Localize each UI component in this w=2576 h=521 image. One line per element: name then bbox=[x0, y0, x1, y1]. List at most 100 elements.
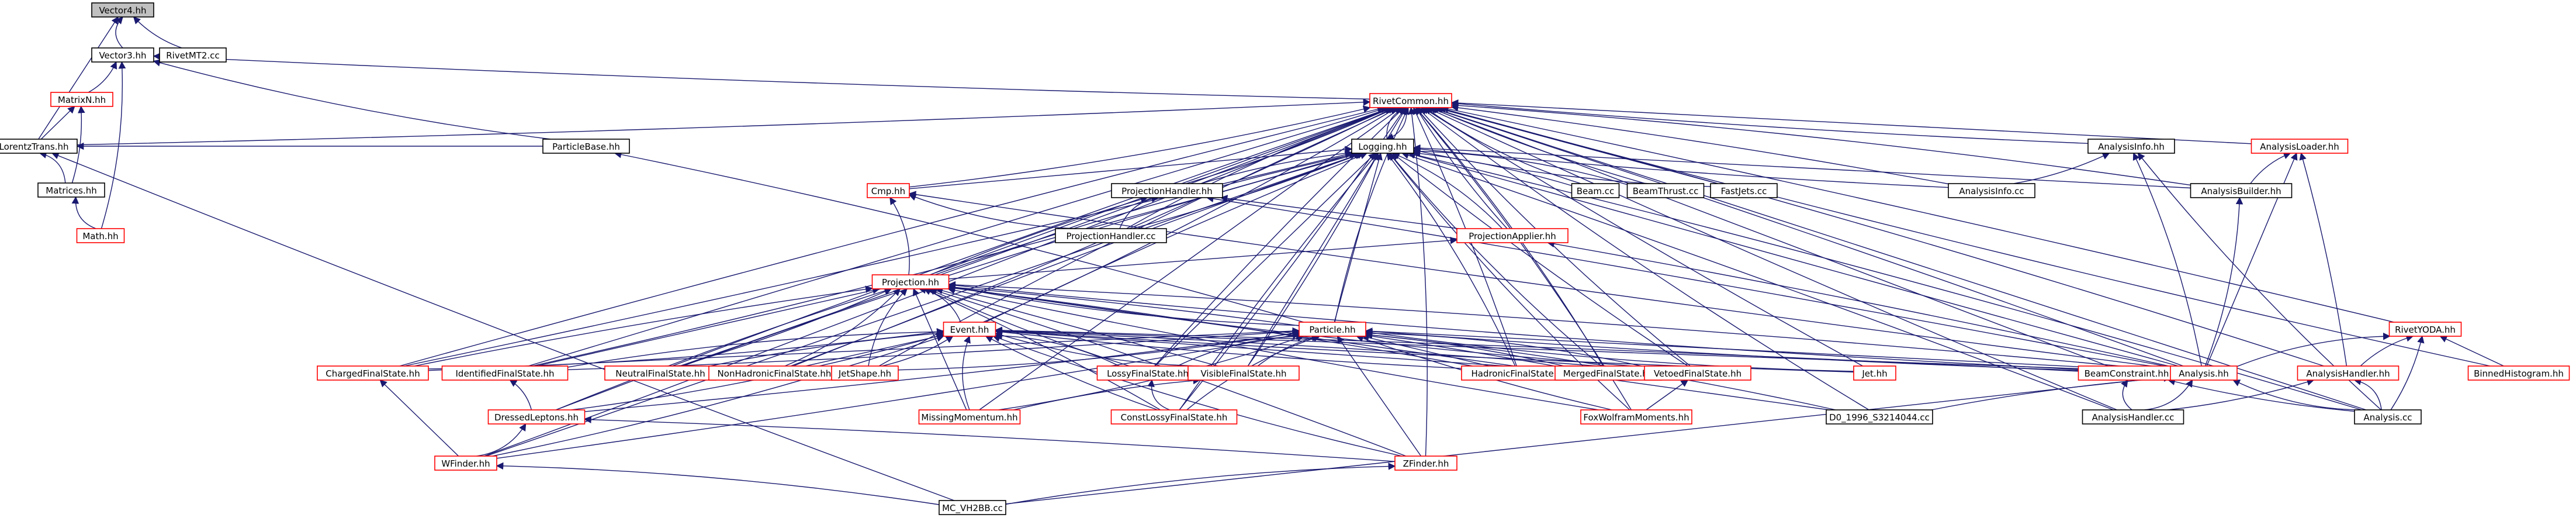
node-label: Logging.hh bbox=[1358, 142, 1407, 152]
node-box bbox=[76, 228, 125, 243]
node-matrices[interactable]: Matrices.hh bbox=[37, 182, 105, 198]
node-analysisloader[interactable]: AnalysisLoader.hh bbox=[2250, 139, 2349, 154]
edge-particle-to-particlebase bbox=[614, 151, 1304, 323]
edge-analysisbuilder-to-analysisloader bbox=[2250, 152, 2291, 184]
node-analysisinfohh[interactable]: AnalysisInfo.hh bbox=[2087, 139, 2175, 154]
node-analysisinfocc[interactable]: AnalysisInfo.cc bbox=[1948, 183, 2035, 198]
node-analysiscc[interactable]: Analysis.cc bbox=[2354, 409, 2422, 425]
node-label: AnalysisInfo.cc bbox=[1959, 186, 2024, 196]
node-zfinder[interactable]: ZFinder.hh bbox=[1394, 456, 1457, 471]
node-logging[interactable]: Logging.hh bbox=[1351, 139, 1414, 154]
node-rivetyoda[interactable]: RivetYODA.hh bbox=[2388, 322, 2462, 337]
node-analysishandlercc[interactable]: AnalysisHandler.cc bbox=[2082, 409, 2184, 425]
node-projectionhandlerhh[interactable]: ProjectionHandler.hh bbox=[1111, 183, 1223, 198]
node-box bbox=[2250, 139, 2349, 154]
edge-missingmomentum-to-event bbox=[962, 335, 971, 410]
node-label: ChargedFinalState.hh bbox=[326, 368, 420, 379]
node-label: AnalysisLoader.hh bbox=[2260, 142, 2339, 152]
edge-analysisinfohh-to-rivetcommon bbox=[1450, 100, 2089, 144]
node-label: Beam.cc bbox=[1577, 186, 1615, 196]
node-label: Vector4.hh bbox=[99, 5, 146, 16]
node-beamthrust[interactable]: BeamThrust.cc bbox=[1626, 183, 1705, 198]
node-box bbox=[1110, 409, 1238, 425]
node-vector3[interactable]: Vector3.hh bbox=[91, 47, 154, 63]
node-math[interactable]: Math.hh bbox=[76, 228, 125, 243]
edge-rivetmt2-to-vector4 bbox=[133, 16, 182, 49]
node-beamconstraint[interactable]: BeamConstraint.hh bbox=[2078, 365, 2176, 381]
node-vector4[interactable]: Vector4.hh bbox=[91, 2, 154, 18]
node-label: LossyFinalState.hh bbox=[1107, 368, 1189, 379]
edge-zfinder-to-rivetcommon bbox=[1408, 106, 1428, 457]
node-constlossyfs[interactable]: ConstLossyFinalState.hh bbox=[1110, 409, 1238, 425]
node-fastjets[interactable]: FastJets.cc bbox=[1710, 183, 1778, 198]
node-box bbox=[604, 365, 716, 381]
node-projectionhandlercc[interactable]: ProjectionHandler.cc bbox=[1055, 228, 1167, 243]
edge-projection-to-projectionhandlerhh bbox=[930, 196, 1148, 275]
node-label: MC_VH2BB.cc bbox=[942, 503, 1003, 514]
node-rivetmt2[interactable]: RivetMT2.cc bbox=[159, 47, 227, 63]
node-nonhadronicfs[interactable]: NonHadronicFinalState.hh bbox=[708, 365, 840, 381]
edge-projectionhandlercc-to-projectionhandlerhh bbox=[1119, 195, 1159, 229]
edge-wfinder-to-dressedleptons bbox=[476, 423, 527, 457]
edge-d0_1996-to-rivetcommon bbox=[1420, 107, 1869, 410]
node-chargedfs[interactable]: ChargedFinalState.hh bbox=[317, 365, 429, 381]
edge-analysishh-to-analysisbuilder bbox=[2204, 196, 2243, 367]
node-label: Cmp.hh bbox=[871, 186, 905, 196]
edge-particle-to-projection bbox=[948, 284, 1300, 326]
edge-cmp-to-rivetcommon bbox=[909, 105, 1371, 188]
node-vetoedfs[interactable]: VetoedFinalState.hh bbox=[1644, 365, 1751, 381]
node-event[interactable]: Event.hh bbox=[943, 322, 996, 337]
node-box bbox=[91, 47, 154, 63]
node-label: RivetMT2.cc bbox=[166, 50, 220, 61]
node-analysishh[interactable]: Analysis.hh bbox=[2170, 365, 2238, 381]
node-analysishandlerhh[interactable]: AnalysisHandler.hh bbox=[2297, 365, 2400, 381]
node-binnedhisto[interactable]: BinnedHistogram.hh bbox=[2467, 365, 2570, 381]
node-box bbox=[1096, 365, 1199, 381]
node-analysisbuilder[interactable]: AnalysisBuilder.hh bbox=[2190, 183, 2293, 198]
node-jethh[interactable]: Jet.hh bbox=[1853, 365, 1896, 381]
node-lossyfs[interactable]: LossyFinalState.hh bbox=[1096, 365, 1199, 381]
edge-mcvh2bb-to-analysishh bbox=[1005, 374, 2172, 505]
node-beamcc[interactable]: Beam.cc bbox=[1571, 183, 1620, 198]
node-lorentztrans[interactable]: LorentzTrans.hh bbox=[0, 139, 78, 154]
node-missingmomentum[interactable]: MissingMomentum.hh bbox=[918, 409, 1021, 425]
edge-analysishh-to-projectionapplier bbox=[1547, 240, 2171, 367]
node-particlebase[interactable]: ParticleBase.hh bbox=[542, 139, 630, 154]
node-neutralfs[interactable]: NeutralFinalState.hh bbox=[604, 365, 716, 381]
edge-dressedleptons-to-particle bbox=[584, 330, 1300, 412]
node-foxwolfram[interactable]: FoxWolframMoments.hh bbox=[1580, 409, 1692, 425]
edge-rivetcommon-to-logging bbox=[1386, 107, 1407, 140]
node-dressedleptons[interactable]: DressedLeptons.hh bbox=[487, 409, 586, 425]
edge-hadronicfs-to-logging bbox=[1386, 153, 1516, 367]
edge-zfinder-to-particle bbox=[1337, 335, 1422, 457]
node-box bbox=[1369, 93, 1452, 108]
edge-analysiscc-to-analysishandlerhh bbox=[2353, 378, 2382, 410]
node-projection[interactable]: Projection.hh bbox=[871, 274, 950, 289]
node-matrixn[interactable]: MatrixN.hh bbox=[50, 92, 113, 107]
edge-projectionapplier-to-projectionhandlerhh bbox=[1220, 195, 1459, 229]
node-projectionapplier[interactable]: ProjectionApplier.hh bbox=[1456, 228, 1569, 243]
edge-rivetcommon-to-vector3 bbox=[153, 53, 1370, 100]
node-box bbox=[1948, 183, 2035, 198]
edge-constlossyfs-to-event bbox=[985, 336, 1158, 410]
node-mcvh2bb[interactable]: MC_VH2BB.cc bbox=[939, 500, 1006, 515]
edge-binnedhisto-to-rivetcommon bbox=[1438, 105, 2491, 367]
node-particle[interactable]: Particle.hh bbox=[1299, 322, 1366, 337]
node-jetshape[interactable]: JetShape.hh bbox=[831, 365, 899, 381]
node-label: Jet.hh bbox=[1861, 368, 1887, 379]
node-cmp[interactable]: Cmp.hh bbox=[867, 183, 910, 198]
edge-missingmomentum-to-projection bbox=[912, 288, 967, 410]
edge-lossyfs-to-event bbox=[995, 332, 1120, 367]
node-label: BeamConstraint.hh bbox=[2085, 368, 2169, 379]
node-rivetcommon[interactable]: RivetCommon.hh bbox=[1369, 93, 1452, 108]
node-identifiedfs[interactable]: IdentifiedFinalState.hh bbox=[441, 365, 569, 381]
edge-jethh-to-particle bbox=[1365, 329, 1854, 372]
node-wfinder[interactable]: WFinder.hh bbox=[434, 456, 497, 471]
node-visiblefs[interactable]: VisibleFinalState.hh bbox=[1187, 365, 1300, 381]
edge-analysisbuilder-to-logging bbox=[1412, 144, 2191, 189]
node-box bbox=[2087, 139, 2175, 154]
edge-layer bbox=[38, 16, 2504, 505]
node-box bbox=[1853, 365, 1896, 381]
node-d0_1996[interactable]: D0_1996_S3214044.cc bbox=[1826, 409, 1933, 425]
edge-event-to-logging bbox=[985, 152, 1368, 323]
